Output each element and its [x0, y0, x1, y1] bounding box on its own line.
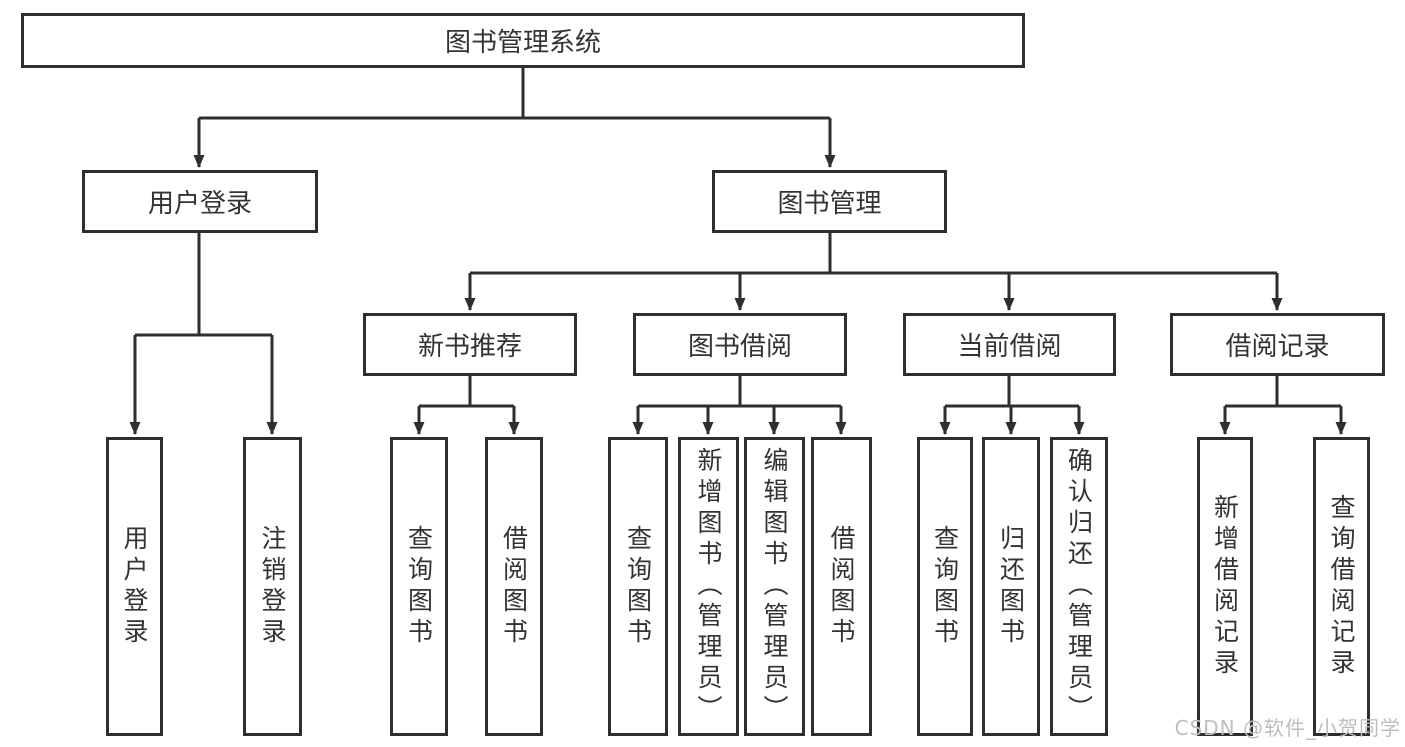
node-label: 借阅记录 — [1225, 332, 1330, 362]
leaf-logout: 注销登录 — [243, 437, 302, 736]
node-label: 确认归还（管理员） — [1064, 447, 1094, 726]
node-label: 新增借阅记录 — [1210, 493, 1240, 680]
node-label: 借阅图书 — [827, 524, 856, 649]
csdn-watermark: CSDN @软件_小贺同学 — [1174, 716, 1401, 740]
node-user-login: 用户登录 — [82, 170, 318, 233]
node-label: 查询图书 — [623, 524, 653, 649]
leaf-borrow-books-borrowing: 借阅图书 — [811, 437, 872, 736]
node-label: 借阅图书 — [499, 524, 529, 649]
node-label: 图书借阅 — [687, 332, 792, 362]
node-library-management-system: 图书管理系统 — [21, 13, 1025, 68]
node-label: 图书管理系统 — [444, 28, 601, 58]
leaf-query-books-borrowing: 查询图书 — [608, 437, 668, 736]
leaf-query-books-recommend: 查询图书 — [390, 437, 448, 736]
node-borrowing-records: 借阅记录 — [1170, 313, 1385, 376]
leaf-confirm-return-admin: 确认归还（管理员） — [1050, 437, 1108, 736]
leaf-query-borrow-record: 查询借阅记录 — [1313, 437, 1370, 736]
leaf-return-books: 归还图书 — [982, 437, 1040, 736]
leaf-add-borrow-record: 新增借阅记录 — [1197, 437, 1253, 736]
leaf-borrow-books-recommend: 借阅图书 — [485, 437, 543, 736]
node-label: 查询图书 — [930, 524, 960, 649]
node-label: 用户登录 — [147, 189, 252, 219]
leaf-query-books-current: 查询图书 — [917, 437, 973, 736]
node-book-borrowing: 图书借阅 — [633, 313, 847, 376]
node-label: 用户登录 — [120, 524, 149, 649]
node-book-management: 图书管理 — [712, 170, 947, 233]
leaf-add-book-admin: 新增图书（管理员） — [678, 437, 739, 736]
node-label: 归还图书 — [996, 524, 1026, 649]
node-label: 编辑图书（管理员） — [760, 447, 789, 726]
node-current-borrowing: 当前借阅 — [903, 313, 1116, 376]
node-label: 当前借阅 — [957, 332, 1062, 362]
node-label: 注销登录 — [258, 524, 287, 649]
node-label: 查询借阅记录 — [1327, 493, 1356, 680]
node-label: 新书推荐 — [417, 332, 522, 362]
node-label: 图书管理 — [777, 189, 882, 219]
leaf-edit-book-admin: 编辑图书（管理员） — [744, 437, 805, 736]
leaf-user-login: 用户登录 — [106, 437, 163, 736]
node-label: 查询图书 — [404, 524, 434, 649]
node-label: 新增图书（管理员） — [694, 447, 723, 726]
node-new-book-recommendation: 新书推荐 — [363, 313, 577, 376]
